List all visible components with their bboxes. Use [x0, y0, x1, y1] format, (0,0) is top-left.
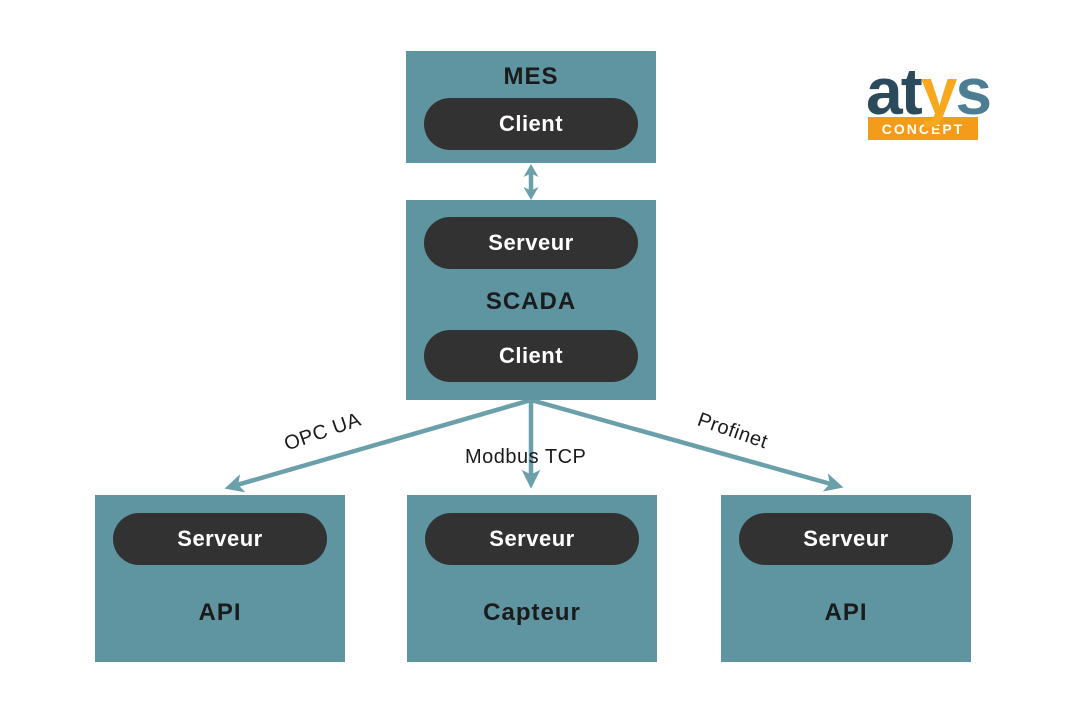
node-mes: MES Client: [406, 51, 656, 163]
node-scada: Serveur SCADA Client: [406, 200, 656, 400]
edge-label-profinet: Profinet: [694, 408, 771, 454]
node-capteur-serveur-pill: Serveur: [425, 513, 639, 565]
logo-concept-bar: CONCEPT: [868, 117, 978, 140]
logo-text-y: y: [920, 54, 958, 128]
node-scada-serveur-pill: Serveur: [424, 217, 638, 269]
edge-scada-api-left: [224, 397, 532, 493]
node-api-left-title: API: [198, 599, 242, 626]
node-capteur: Serveur Capteur: [407, 495, 657, 662]
node-api-left-serveur-pill: Serveur: [113, 513, 327, 565]
node-capteur-title: Capteur: [483, 599, 581, 626]
node-api-right-title: API: [824, 599, 868, 626]
edge-label-modbus-tcp: Modbus TCP: [465, 446, 587, 468]
logo-wordmark: atys: [866, 58, 992, 124]
node-api-right: Serveur API: [721, 495, 971, 662]
node-api-left: Serveur API: [95, 495, 345, 662]
logo-text-s: s: [955, 54, 992, 128]
node-mes-client-pill: Client: [424, 98, 638, 150]
node-scada-title: SCADA: [485, 288, 577, 315]
node-api-right-serveur-pill: Serveur: [739, 513, 953, 565]
logo-text-at: at: [866, 54, 923, 128]
edge-scada-api-right: [530, 397, 844, 492]
node-scada-client-pill: Client: [424, 330, 638, 382]
edge-mes-scada: [523, 164, 539, 200]
edge-label-opc-ua: OPC UA: [281, 408, 364, 456]
node-mes-title: MES: [503, 63, 559, 90]
atys-concept-logo: CONCEPT atys: [866, 58, 1046, 153]
